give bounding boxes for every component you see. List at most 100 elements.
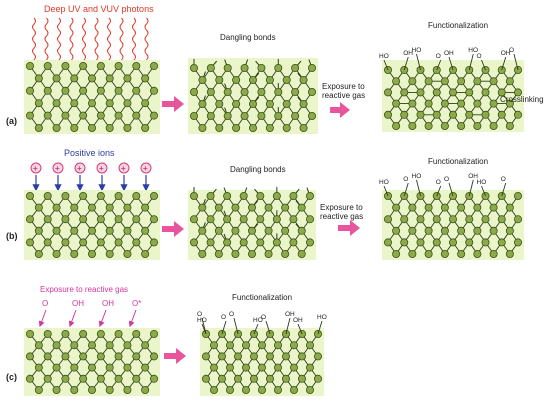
carbon-atom [481, 238, 490, 247]
carbon-atom [481, 110, 490, 119]
functional-group-bond [233, 317, 239, 335]
reactive-species-arrow [68, 309, 77, 328]
carbon-atom [123, 203, 132, 212]
carbon-atom [473, 226, 482, 235]
reactive-species-arrow [38, 309, 47, 328]
carbon-atom [408, 203, 417, 212]
functional-group-bond [468, 179, 474, 197]
substrate-panel-a1 [24, 60, 160, 134]
carbon-atom [383, 88, 392, 97]
carbon-atom [70, 99, 79, 108]
carbon-atom [248, 124, 257, 133]
carbon-atom [305, 341, 314, 350]
carbon-atom [481, 88, 490, 97]
carbon-atom [189, 88, 198, 97]
carbon-atom [141, 226, 150, 235]
carbon-atom [305, 191, 314, 200]
functional-group-label: O [261, 314, 266, 321]
functional-group-bond [403, 182, 409, 197]
carbon-atom [61, 238, 70, 247]
carbon-atom [206, 88, 215, 97]
carbon-atom [61, 191, 70, 200]
functional-group-bond [416, 179, 421, 197]
carbon-atom [34, 74, 43, 83]
functionalization-label-b: Functionalization [428, 157, 488, 166]
dangling-bonds-label-b: Dangling bonds [230, 165, 286, 174]
functional-group-label: HO [197, 317, 207, 324]
carbon-atom [209, 341, 218, 350]
carbon-atom [217, 352, 226, 361]
carbon-atom [232, 124, 241, 133]
carbon-atom [265, 124, 274, 133]
carbon-atom [465, 238, 474, 247]
carbon-atom [408, 77, 417, 86]
carbon-atom [61, 352, 70, 361]
carbon-atom [514, 110, 523, 119]
carbon-atom [88, 363, 97, 372]
carbon-atom [43, 111, 52, 120]
row-label-a: (a) [6, 116, 17, 126]
carbon-atom [282, 100, 291, 109]
functional-group-label: O [197, 311, 202, 318]
carbon-atom [141, 124, 150, 133]
carbon-atom [206, 64, 215, 73]
carbon-atom [265, 100, 274, 109]
carbon-atom [61, 62, 70, 71]
carbon-atom [473, 203, 482, 212]
carbon-atom [432, 215, 441, 224]
carbon-atom [70, 226, 79, 235]
process-arrow-b1 [162, 221, 184, 237]
carbon-atom [201, 374, 210, 383]
functional-group-bond [221, 320, 227, 335]
carbon-atom [25, 329, 34, 338]
functional-group-label: O [501, 176, 506, 183]
carbon-atom [52, 385, 61, 394]
carbon-atom [223, 215, 232, 224]
reactive-gas-label: Exposure to reactive gas [40, 285, 128, 294]
row-a: (a) Deep UV and VUV photons Dangling bon… [6, 4, 544, 134]
carbon-atom [307, 88, 316, 97]
carbon-atom [265, 76, 274, 85]
carbon-atom [43, 215, 52, 224]
carbon-atom [307, 64, 316, 73]
reactive-species-label: OH [102, 299, 114, 308]
functionalization-label-c: Functionalization [232, 293, 292, 302]
carbon-atom [297, 249, 306, 258]
carbon-atom [465, 88, 474, 97]
carbon-atom [416, 88, 425, 97]
carbon-atom [96, 215, 105, 224]
carbon-atom [105, 99, 114, 108]
carbon-atom [114, 215, 123, 224]
carbon-atom [79, 329, 88, 338]
carbon-atom [281, 374, 290, 383]
carbon-atom [105, 203, 114, 212]
carbon-atom [273, 341, 282, 350]
carbon-atom [88, 99, 97, 108]
carbon-atom [214, 203, 223, 212]
functionalization-label-a: Functionalization [428, 21, 488, 30]
carbon-atom [88, 74, 97, 83]
carbon-atom [392, 77, 401, 86]
carbon-atom [392, 122, 401, 131]
exposure-label-a-2: reactive gas [322, 91, 365, 100]
carbon-atom [297, 226, 306, 235]
carbon-atom [392, 226, 401, 235]
carbon-atom [265, 352, 274, 361]
carbon-atom [273, 363, 282, 372]
carbon-atom [241, 341, 250, 350]
carbon-atom [282, 124, 291, 133]
carbon-atom [198, 249, 207, 258]
carbon-atom [34, 341, 43, 350]
photons-label: Deep UV and VUV photons [44, 4, 154, 14]
carbon-atom [43, 238, 52, 247]
carbon-atom [233, 352, 242, 361]
carbon-atom [239, 191, 248, 200]
functional-group-bond [513, 53, 519, 71]
carbon-atom [132, 352, 141, 361]
carbon-atom [249, 352, 258, 361]
positive-ions-label: Positive ions [64, 148, 115, 158]
carbon-atom [88, 385, 97, 394]
